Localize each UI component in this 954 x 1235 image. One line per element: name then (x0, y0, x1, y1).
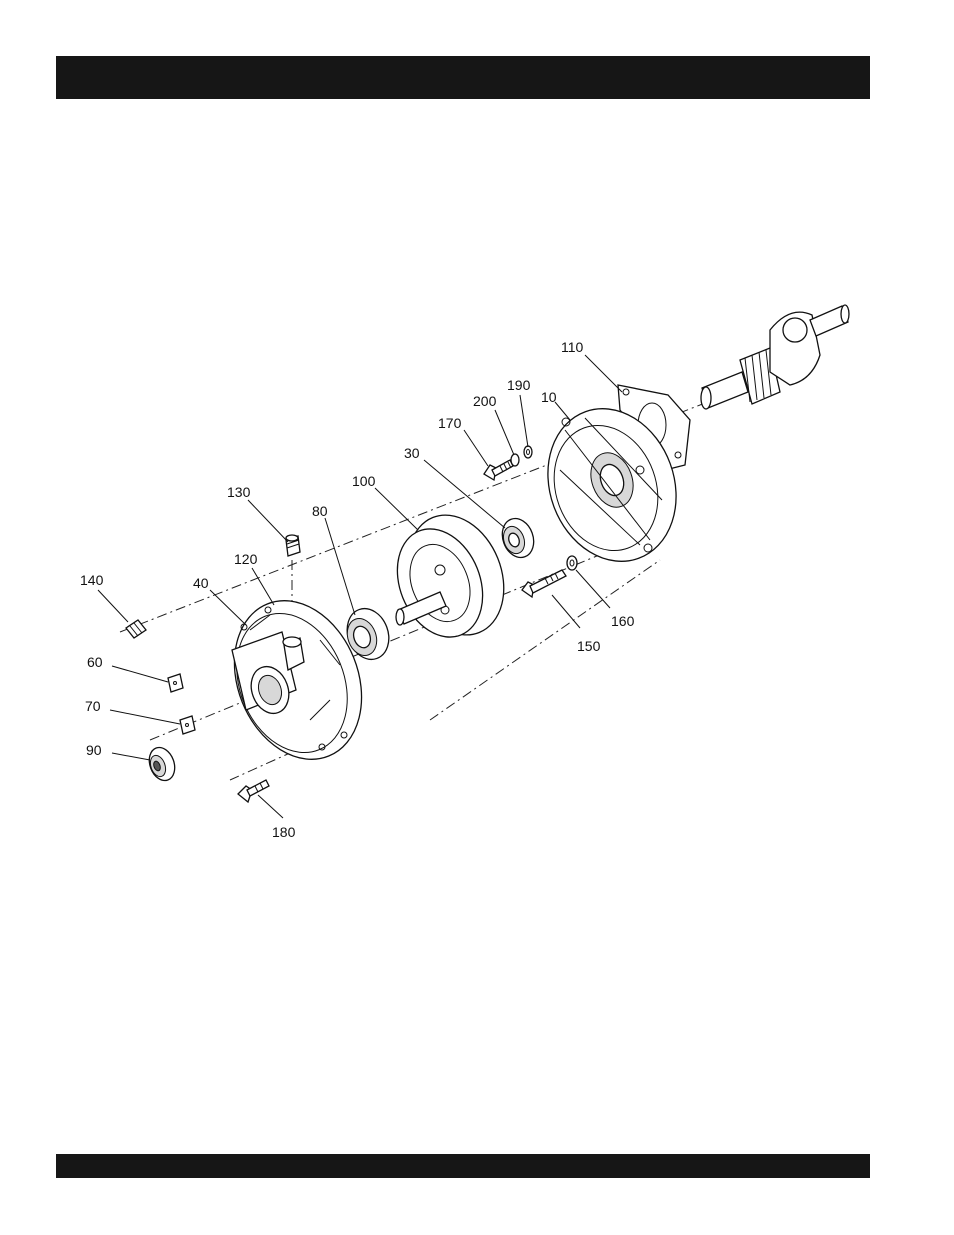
callout-190: 190 (507, 377, 531, 393)
plug-130-part (286, 535, 300, 556)
callout-200: 200 (473, 393, 497, 409)
callout-180: 180 (272, 824, 296, 840)
callout-90: 90 (86, 742, 102, 758)
rotor-100-part (382, 501, 521, 650)
washer-190-part (524, 446, 532, 458)
callout-160: 160 (611, 613, 635, 629)
callout-80: 80 (312, 503, 328, 519)
footer-bar (56, 1154, 870, 1178)
bolt-150-part (522, 570, 566, 597)
washer-200-part (511, 454, 519, 466)
callout-140: 140 (80, 572, 104, 588)
callout-130: 130 (227, 484, 251, 500)
callout-30: 30 (404, 445, 420, 461)
callout-170: 170 (438, 415, 462, 431)
seal-90-part (145, 744, 179, 784)
callout-150: 150 (577, 638, 601, 654)
callout-110: 110 (561, 339, 584, 355)
crankshaft-part (701, 305, 849, 409)
callout-60: 60 (87, 654, 103, 670)
callout-100: 100 (352, 473, 376, 489)
plate-70-part (180, 716, 195, 734)
callout-10: 10 (541, 389, 557, 405)
bearing-30-part (497, 514, 539, 562)
callout-70: 70 (85, 698, 101, 714)
plate-60-part (168, 674, 183, 692)
bolt-180-part (238, 780, 269, 802)
callout-120: 120 (234, 551, 258, 567)
callout-40: 40 (193, 575, 209, 591)
washer-160-part (567, 556, 577, 570)
bolt-170-part (484, 460, 513, 480)
